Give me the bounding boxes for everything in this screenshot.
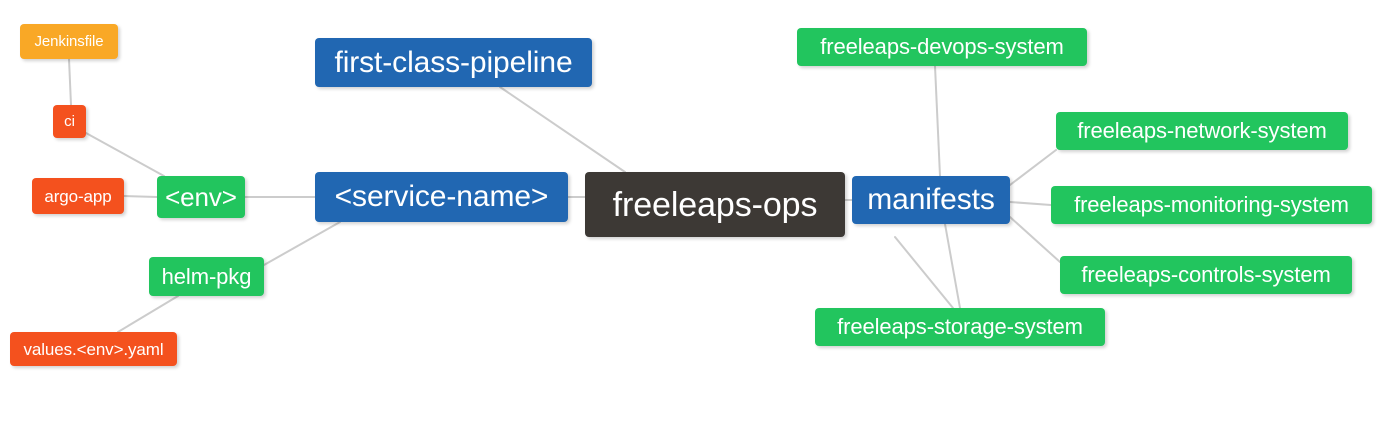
edge-manifests-to-freeleaps-storage-system [944, 223, 961, 309]
edge-manifests-to-freeleaps-monitoring-system [1009, 201, 1052, 206]
mindmap-node-freeleaps-controls-system[interactable]: freeleaps-controls-system [1060, 256, 1352, 294]
mindmap-node-freeleaps-devops-system[interactable]: freeleaps-devops-system [797, 28, 1087, 66]
mindmap-node-freeleaps-storage-system[interactable]: freeleaps-storage-system [815, 308, 1105, 346]
mindmap-node-ci[interactable]: ci [53, 105, 86, 138]
mindmap-node-service-name[interactable]: <service-name> [315, 172, 568, 222]
mindmap-node-jenkinsfile[interactable]: Jenkinsfile [20, 24, 118, 59]
edge-manifests-to-freeleaps-devops-system [934, 65, 941, 177]
edge-jenkinsfile-to-ci [68, 58, 72, 106]
mindmap-node-manifests[interactable]: manifests [852, 176, 1010, 224]
mindmap-node-freeleaps-ops[interactable]: freeleaps-ops [585, 172, 845, 237]
edge-helm-pkg-to-service-name [263, 221, 341, 266]
edge-argo-app-to-env [123, 195, 158, 198]
mindmap-node-freeleaps-monitoring-system[interactable]: freeleaps-monitoring-system [1051, 186, 1372, 224]
edge-manifests-to-freeleaps-controls-system [1009, 216, 1061, 263]
mindmap-node-freeleaps-network-system[interactable]: freeleaps-network-system [1056, 112, 1348, 150]
mindmap-node-argo-app[interactable]: argo-app [32, 178, 124, 214]
edge-manifests-to-freeleaps-network-system [1009, 149, 1057, 186]
edge-freeleaps-ops-to-freeleaps-storage-system [894, 236, 954, 309]
mindmap-node-helm-pkg[interactable]: helm-pkg [149, 257, 264, 296]
edge-values-yaml-to-helm-pkg [117, 295, 179, 333]
mindmap-node-first-class-pipeline[interactable]: first-class-pipeline [315, 38, 592, 87]
mindmap-node-values-yaml[interactable]: values.<env>.yaml [10, 332, 177, 366]
edge-ci-to-env [85, 132, 165, 177]
edge-first-class-pipeline-to-freeleaps-ops [499, 86, 626, 173]
mindmap-node-env[interactable]: <env> [157, 176, 245, 218]
